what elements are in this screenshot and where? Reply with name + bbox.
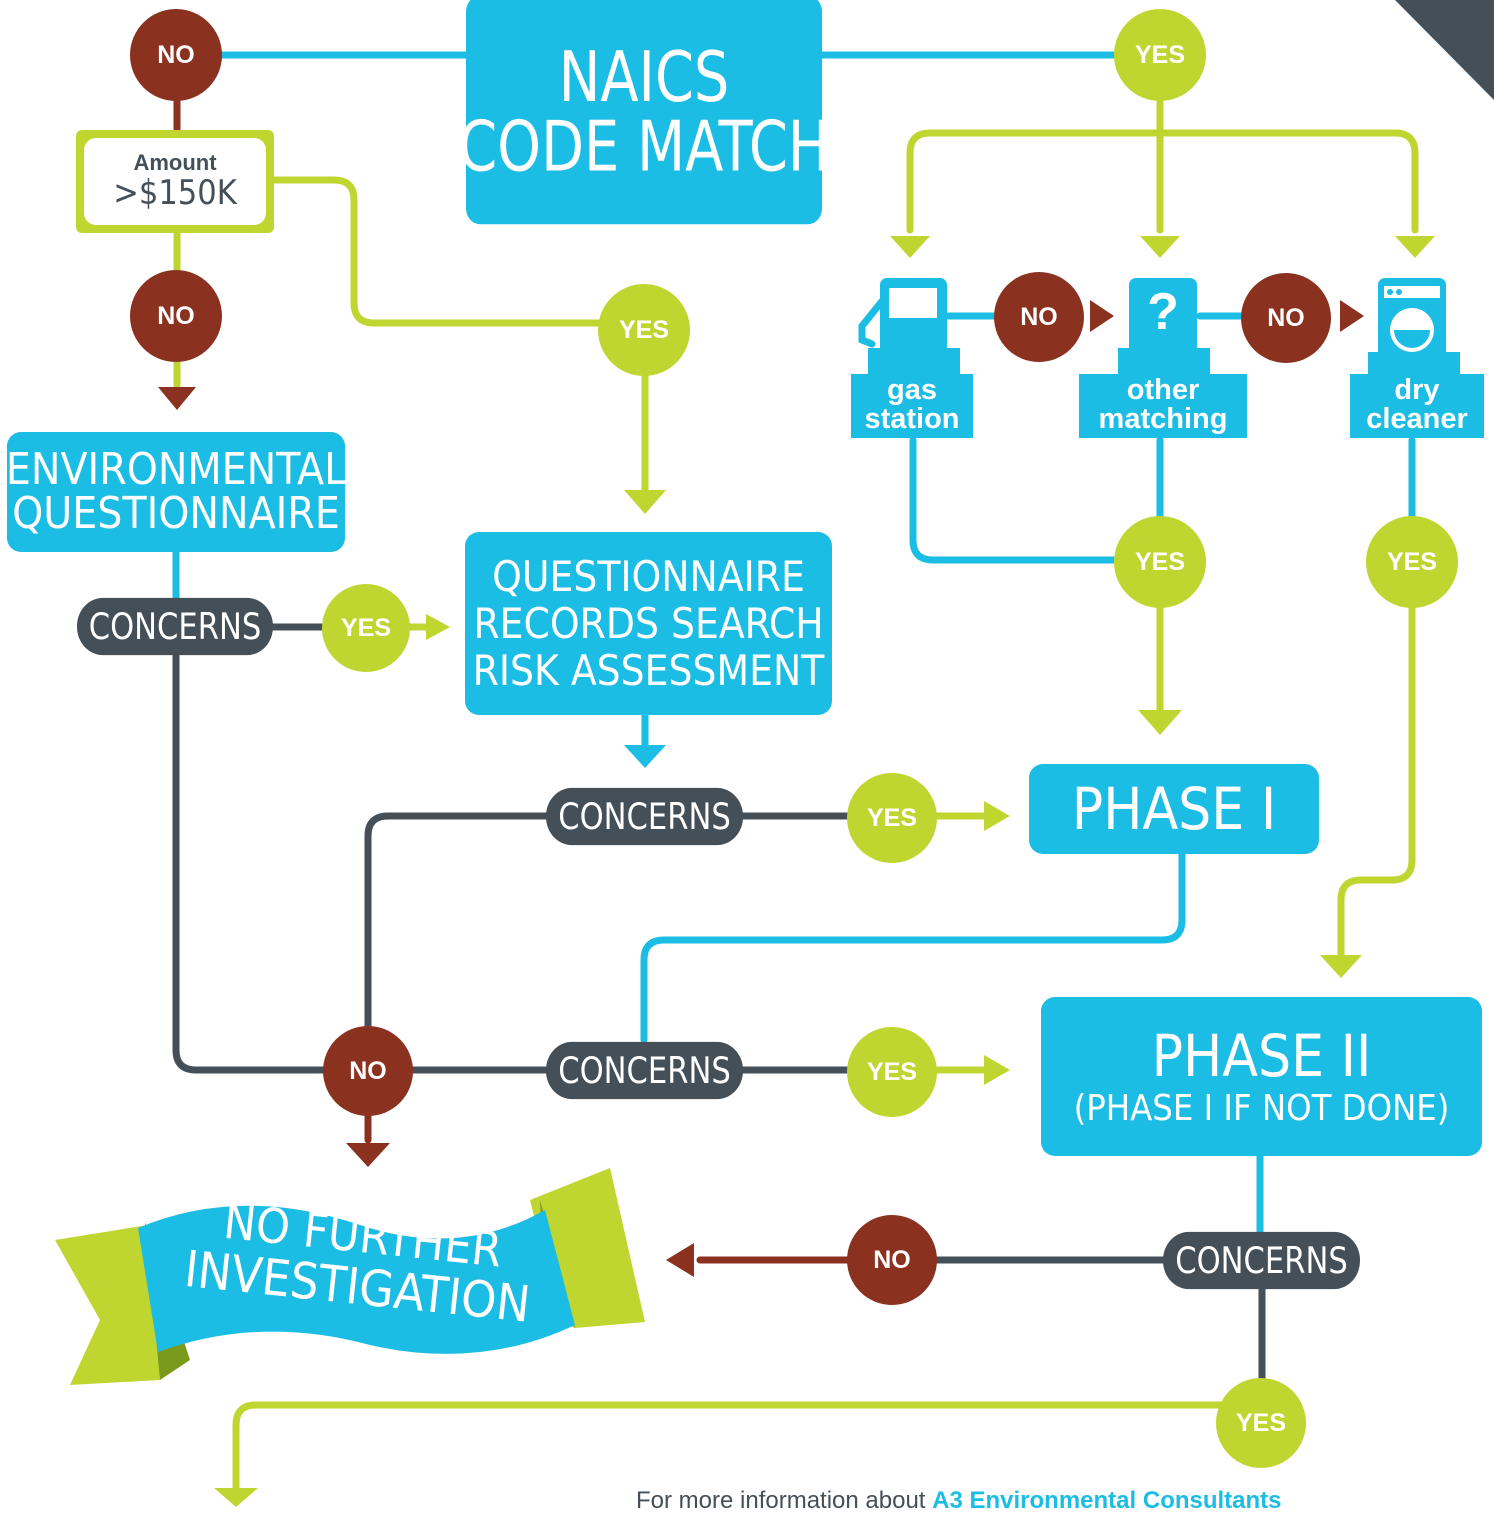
arrowhead [984,801,1010,831]
question-mark-symbol: ? [1147,283,1179,341]
connector-split-right [1156,129,1419,234]
connector-gas-yes [909,436,1164,564]
arrowhead [426,614,450,640]
no-circle: NO [847,1215,937,1305]
ribbon-banner [55,1168,645,1385]
no-circle: NO [994,272,1084,362]
amount-condition-box: Amount >$150K [76,130,274,233]
naics-line2: CODE MATCH [458,105,830,188]
arrowhead [1395,236,1435,258]
qrr-line1: QUESTIONNAIRE [492,551,805,601]
footer-text: For more information about A3 Environmen… [636,1487,1282,1515]
phase-2-line2: (PHASE I IF NOT DONE) [1073,1087,1450,1129]
yes-circle: YES [322,584,410,672]
arrowhead [1340,300,1364,332]
other-matching-line1: other [1126,374,1200,406]
yes-circle: YES [847,773,937,863]
gas-station-label: gas station [851,374,973,438]
amount-value: >$150K [113,172,237,213]
concerns-pill-1: CONCERNS [77,597,273,656]
env-q-line1: ENVIRONMENTAL [5,444,347,495]
no-circle: NO [323,1026,413,1116]
gas-station-line2: station [864,403,960,435]
arrowhead [214,1488,258,1507]
no-circle: NO [130,270,222,362]
connector-concerns2-no [364,812,552,1044]
phase-1-label: PHASE I [1071,775,1277,843]
connector-split-left [906,129,1164,234]
phase-2-box: PHASE II (PHASE I IF NOT DONE) [1041,997,1482,1156]
no-circle: NO [130,9,222,101]
footer-link[interactable]: A3 Environmental Consultants [932,1487,1282,1514]
concerns-pill-3: CONCERNS [546,1041,743,1100]
arrowhead [346,1143,390,1167]
arrowhead [984,1055,1010,1085]
yes-circle: YES [847,1027,937,1117]
connector-amount-yes [270,176,649,327]
gas-station-line1: gas [887,374,937,406]
yes-circle: YES [1366,516,1458,608]
footer-prefix: For more information about [636,1487,933,1514]
arrowhead [1090,300,1114,332]
concerns-pill-2: CONCERNS [546,787,743,846]
yes-circle: YES [598,284,690,376]
no-circle: NO [1241,273,1331,363]
connector-phase1-concerns [640,848,1186,1044]
qrr-line2: RECORDS SEARCH [473,598,824,648]
qrr-line3: RISK ASSESSMENT [472,646,825,696]
arrowhead [1320,955,1362,978]
arrowhead [1138,710,1182,735]
naics-code-match-box: NAICS CODE MATCH [458,0,830,225]
yes-circle: YES [1114,516,1206,608]
gas-pump-icon [858,278,960,374]
arrowhead [1140,236,1180,258]
other-matching-label: other matching [1079,374,1247,438]
amount-condition-inner: Amount >$150K [84,138,266,225]
connector-concerns-no [172,646,372,1074]
connector-yes-bottom [232,1401,1266,1494]
arrowhead [158,387,196,410]
connector-yes-phase2-top [1337,556,1416,962]
washing-machine-icon [1368,278,1460,374]
arrowhead [624,490,666,514]
env-q-line2: QUESTIONNAIRE [12,488,340,539]
dry-cleaner-line1: dry [1394,374,1440,406]
concerns-pill-4: CONCERNS [1163,1231,1360,1290]
question-mark-icon [1118,278,1210,374]
dry-cleaner-label: dry cleaner [1350,374,1484,438]
arrowhead [666,1243,694,1277]
yes-circle: YES [1216,1378,1306,1468]
amount-label: Amount [133,149,217,175]
yes-circle: YES [1114,9,1206,101]
arrowhead [624,745,666,768]
naics-line1: NAICS [558,36,730,118]
arrowhead [890,236,930,258]
phase-1-box: PHASE I [1029,764,1319,854]
environmental-questionnaire-box: ENVIRONMENTAL QUESTIONNAIRE [5,432,347,552]
questionnaire-records-risk-box: QUESTIONNAIRE RECORDS SEARCH RISK ASSESS… [465,532,832,715]
dry-cleaner-line2: cleaner [1366,403,1468,435]
other-matching-line2: matching [1098,403,1228,435]
phase-2-line1: PHASE II [1151,1021,1372,1090]
corner-decoration [1395,0,1494,100]
